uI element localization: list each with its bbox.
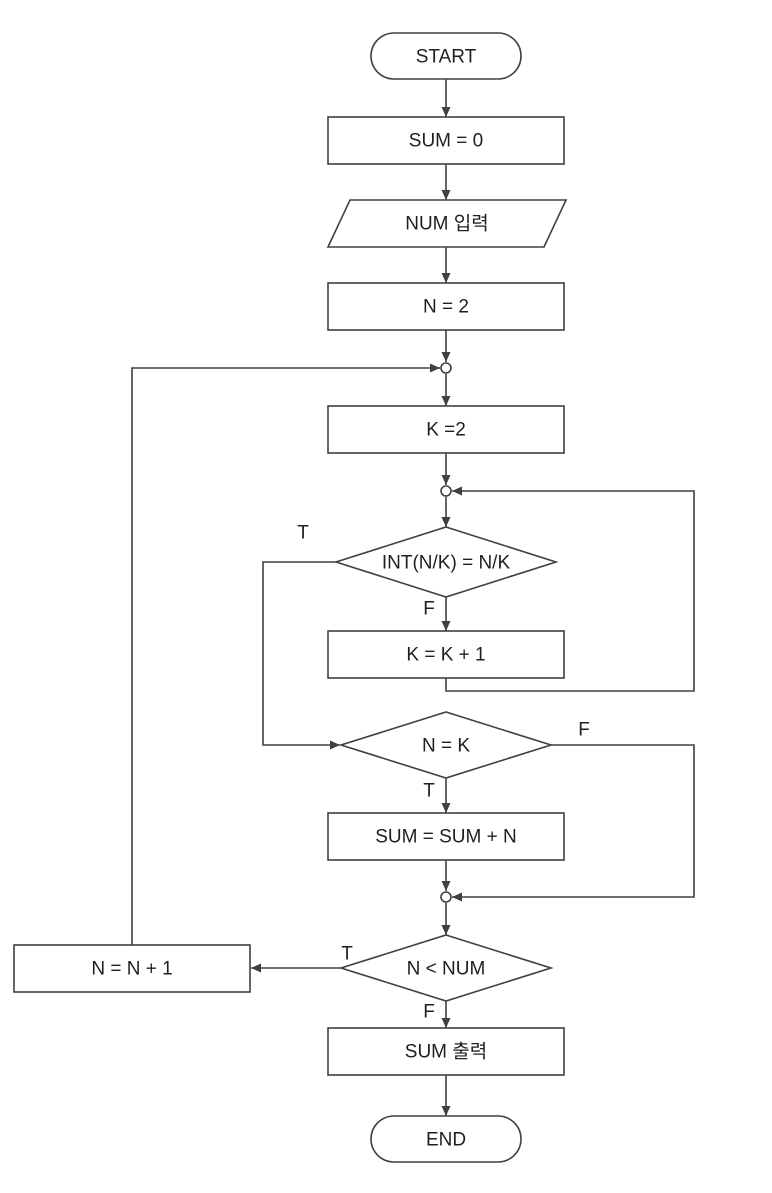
- branch-label-prime-true: T: [423, 781, 435, 802]
- node-sum-output: [327, 1027, 565, 1076]
- node-n-increment-label: N = N + 1: [91, 959, 172, 980]
- branch-label-divisible-false: F: [423, 599, 435, 620]
- node-divisible-check: [333, 526, 559, 598]
- edge-nloop-back-to-junction1: [131, 363, 440, 945]
- node-k-init: [327, 405, 565, 454]
- node-start-label: START: [416, 47, 477, 68]
- node-start: [370, 32, 522, 80]
- branch-label-divisible-true: T: [297, 523, 309, 544]
- node-sum-init-label: SUM = 0: [409, 131, 483, 152]
- node-sum-init: [327, 116, 565, 165]
- branch-label-loop-false: F: [423, 1002, 435, 1023]
- node-k-init-label: K =2: [426, 420, 466, 441]
- node-sum-add-label: SUM = SUM + N: [375, 827, 516, 848]
- node-divisible-check-label: INT(N/K) = N/K: [382, 553, 511, 574]
- junction-connector-1: [440, 362, 452, 374]
- node-n-init-label: N = 2: [423, 297, 469, 318]
- node-sum-output-label: SUM 출력: [405, 1041, 487, 1063]
- branch-label-loop-true: T: [341, 944, 353, 965]
- node-end: [370, 1115, 522, 1163]
- node-loop-check-label: N < NUM: [407, 959, 486, 980]
- node-num-input-label: NUM 입력: [405, 213, 489, 235]
- junction-connector-2: [440, 485, 452, 497]
- node-k-increment: [327, 630, 565, 679]
- node-k-increment-label: K = K + 1: [406, 645, 485, 666]
- node-loop-check: [338, 934, 554, 1002]
- edge-kloop-back-to-junction2: [445, 486, 695, 692]
- node-sum-add: [327, 812, 565, 861]
- node-end-label: END: [426, 1130, 466, 1151]
- junction-connector-3: [440, 891, 452, 903]
- node-n-increment: [13, 944, 251, 993]
- edge-divisible-true-branch: [262, 561, 340, 750]
- node-num-input: [326, 199, 568, 248]
- branch-label-prime-false: F: [578, 720, 590, 741]
- node-prime-check: [338, 711, 554, 779]
- edge-prime-false-branch: [452, 744, 695, 902]
- node-prime-check-label: N = K: [422, 736, 470, 757]
- node-n-init: [327, 282, 565, 331]
